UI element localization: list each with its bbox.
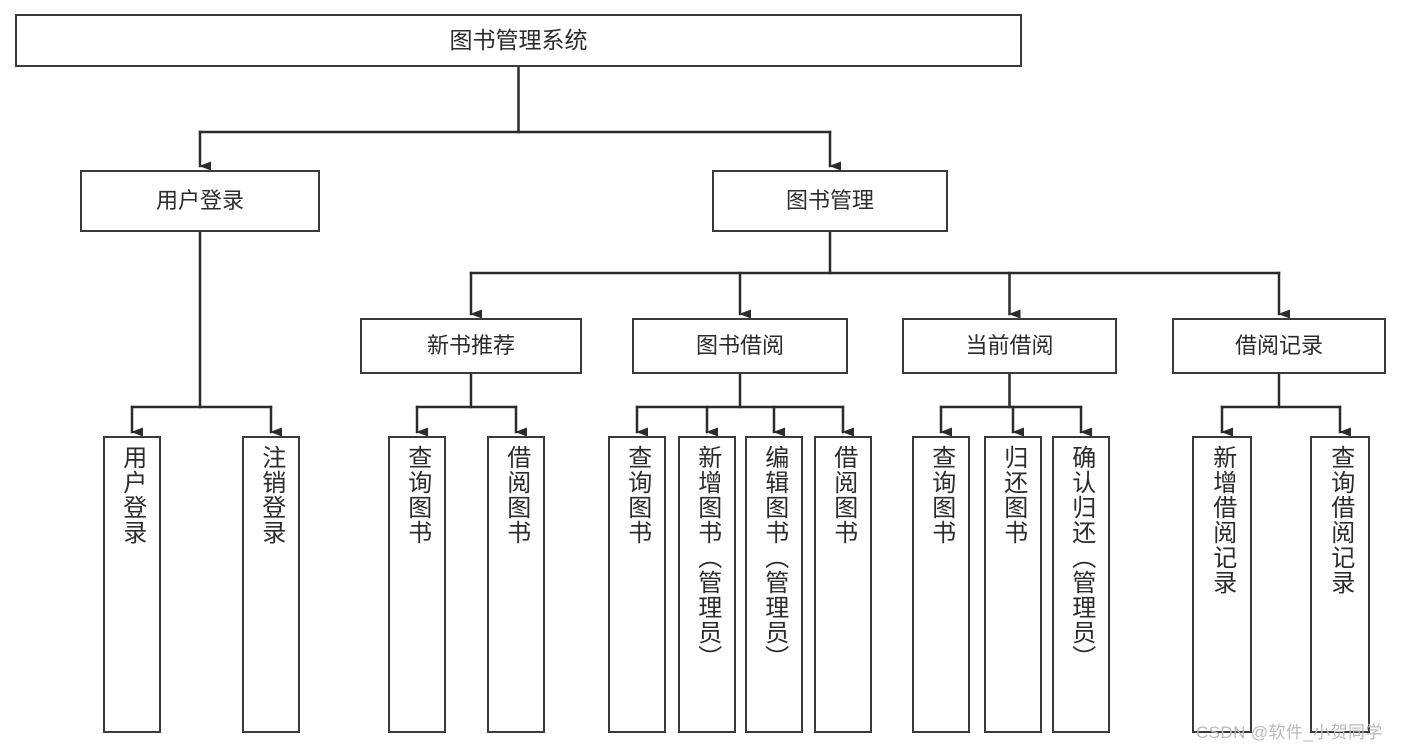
node-label: 图书借阅 [695, 333, 784, 358]
node-root[interactable]: 图书管理系统 [15, 14, 1022, 67]
node-label: 借阅图书 [502, 445, 530, 545]
node-leaf-borrow-book-1[interactable]: 借阅图书 [487, 436, 545, 733]
node-leaf-return-book[interactable]: 归还图书 [984, 436, 1042, 733]
node-label: 归还图书 [999, 445, 1027, 545]
node-current-borrow[interactable]: 当前借阅 [902, 318, 1117, 374]
node-borrow-record[interactable]: 借阅记录 [1172, 318, 1386, 374]
node-user-login[interactable]: 用户登录 [80, 170, 320, 232]
node-leaf-query-book-1[interactable]: 查询图书 [388, 436, 446, 733]
node-label: 注销登录 [257, 445, 285, 545]
node-leaf-add-record[interactable]: 新增借阅记录 [1192, 436, 1252, 733]
node-label: 借阅图书 [829, 445, 857, 545]
node-label: 新书推荐 [426, 333, 515, 358]
node-label: 新增图书（管理员） [693, 445, 721, 670]
node-leaf-confirm-return[interactable]: 确认归还（管理员） [1052, 436, 1110, 733]
node-label: 图书管理 [785, 188, 874, 213]
node-leaf-query-record[interactable]: 查询借阅记录 [1310, 436, 1370, 733]
node-leaf-logout[interactable]: 注销登录 [242, 436, 300, 733]
node-leaf-user-login[interactable]: 用户登录 [103, 436, 161, 733]
node-label: 新增借阅记录 [1208, 445, 1236, 595]
node-leaf-query-book-3[interactable]: 查询图书 [912, 436, 970, 733]
node-label: 用户登录 [118, 445, 146, 545]
node-label: 当前借阅 [965, 333, 1054, 358]
node-leaf-query-book-2[interactable]: 查询图书 [608, 436, 666, 733]
node-label: 确认归还（管理员） [1067, 445, 1095, 670]
node-label: 查询图书 [403, 445, 431, 545]
node-book-borrow[interactable]: 图书借阅 [632, 318, 848, 374]
node-new-book-rec[interactable]: 新书推荐 [360, 318, 582, 374]
node-label: 查询图书 [623, 445, 651, 545]
node-label: 查询图书 [927, 445, 955, 545]
node-label: 图书管理系统 [449, 27, 588, 53]
node-label: 用户登录 [155, 188, 244, 213]
node-label: 查询借阅记录 [1326, 445, 1354, 595]
node-leaf-add-book[interactable]: 新增图书（管理员） [678, 436, 736, 733]
node-label: 编辑图书（管理员） [760, 445, 788, 670]
node-leaf-borrow-book-2[interactable]: 借阅图书 [814, 436, 872, 733]
connector-group [130, 65, 1351, 437]
node-label: 借阅记录 [1234, 333, 1323, 358]
node-leaf-edit-book[interactable]: 编辑图书（管理员） [745, 436, 803, 733]
node-book-manage[interactable]: 图书管理 [712, 170, 948, 232]
